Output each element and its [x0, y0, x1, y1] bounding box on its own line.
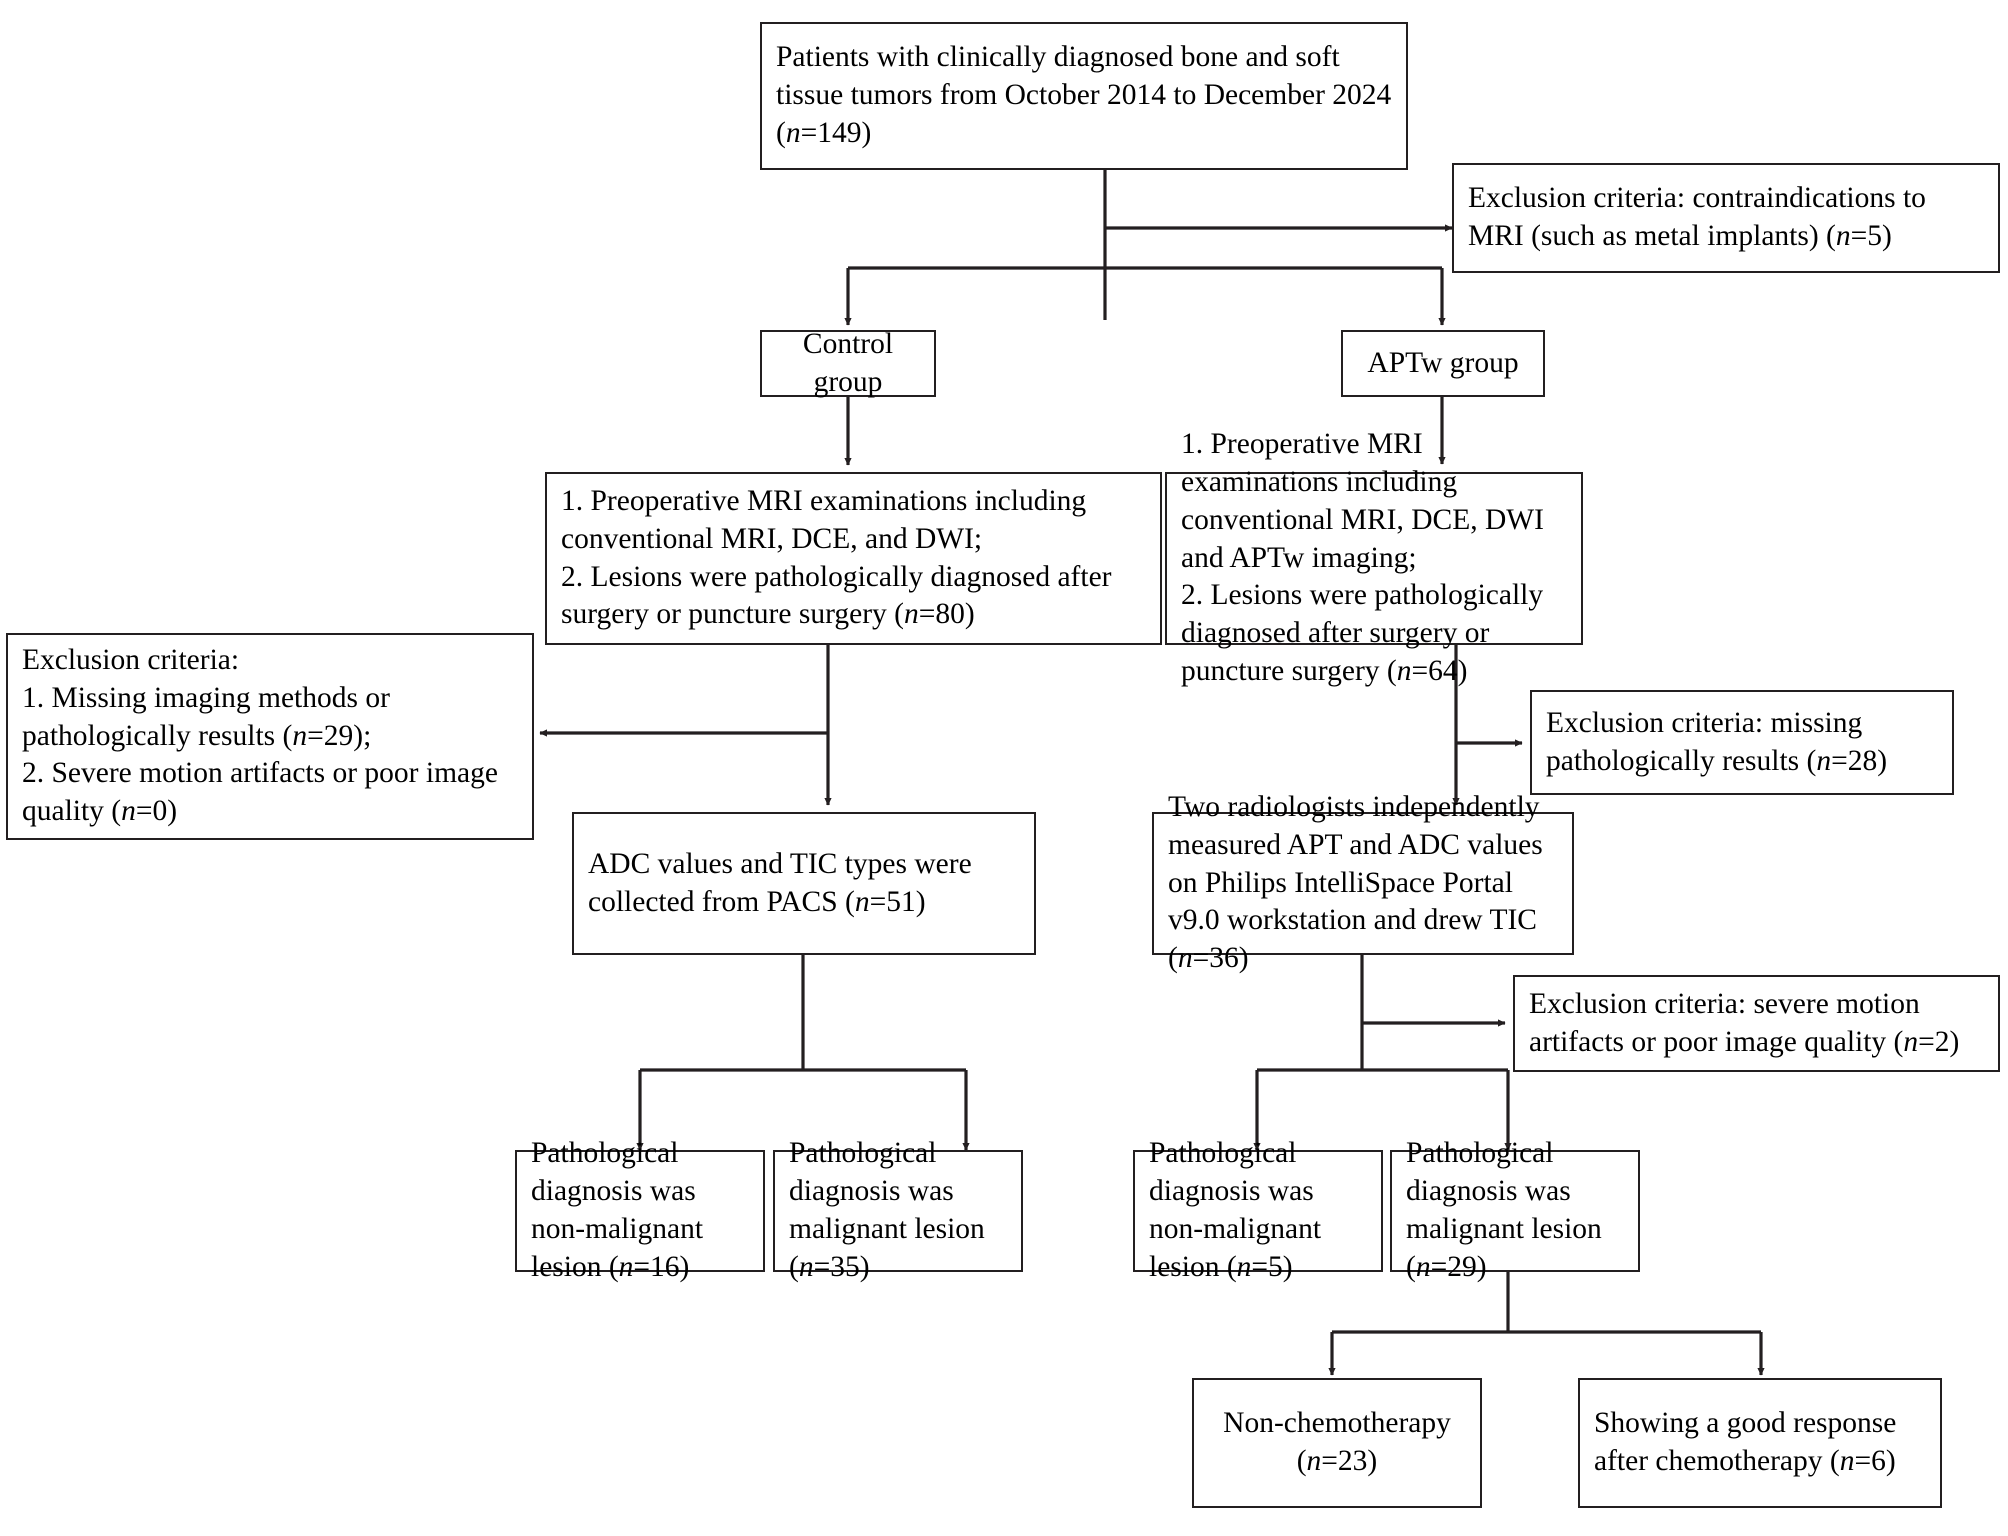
node-exclusion-control: Exclusion criteria: 1. Missing imaging m…	[6, 633, 534, 840]
node-non-chemotherapy-text: Non-chemotherapy (n=23)	[1223, 1407, 1451, 1477]
node-control-nonmalignant-text: Pathological diagnosis was non-malignant…	[531, 1137, 704, 1283]
node-aptw-methods-text: 1. Preoperative MRI examinations includi…	[1181, 427, 1544, 688]
node-aptw-group-text: APTw group	[1367, 346, 1519, 379]
node-control-nonmalignant: Pathological diagnosis was non-malignant…	[515, 1137, 765, 1283]
node-enrollment-text: Patients with clinically diagnosed bone …	[776, 41, 1392, 149]
node-control-group-text: Control group	[802, 327, 894, 398]
node-aptw-nonmalignant: Pathological diagnosis was non-malignant…	[1133, 1137, 1383, 1283]
node-control-malignant-text: Pathological diagnosis was malignant les…	[789, 1137, 985, 1283]
node-aptw-group: APTw group	[1341, 330, 1545, 397]
node-good-response-text: Showing a good response after chemothera…	[1594, 1407, 1897, 1477]
node-enrollment: Patients with clinically diagnosed bone …	[760, 22, 1408, 170]
node-exclusion-aptw-path: Exclusion criteria: missing pathological…	[1530, 690, 1954, 795]
node-exclusion-aptw-motion-text: Exclusion criteria: severe motion artifa…	[1529, 987, 1960, 1058]
node-aptw-data: Two radiologists independently measured …	[1152, 791, 1574, 974]
node-exclusion-control-text: Exclusion criteria: 1. Missing imaging m…	[22, 643, 498, 828]
node-aptw-malignant: Pathological diagnosis was malignant les…	[1390, 1137, 1640, 1283]
node-control-data: ADC values and TIC types were collected …	[572, 812, 1036, 955]
node-exclusion-aptw-motion: Exclusion criteria: severe motion artifa…	[1513, 975, 2000, 1072]
node-exclusion-mri: Exclusion criteria: contraindications to…	[1452, 163, 2000, 273]
node-aptw-data-text: Two radiologists independently measured …	[1168, 790, 1543, 975]
node-aptw-methods: 1. Preoperative MRI examinations includi…	[1165, 428, 1583, 687]
node-exclusion-aptw-path-text: Exclusion criteria: missing pathological…	[1546, 706, 1888, 777]
node-exclusion-mri-text: Exclusion criteria: contraindications to…	[1468, 182, 1926, 252]
node-control-methods-text: 1. Preoperative MRI examinations includi…	[561, 484, 1112, 631]
node-good-response: Showing a good response after chemothera…	[1578, 1378, 1942, 1508]
node-control-malignant: Pathological diagnosis was malignant les…	[773, 1137, 1023, 1283]
node-non-chemotherapy: Non-chemotherapy (n=23)	[1192, 1378, 1482, 1508]
node-aptw-nonmalignant-text: Pathological diagnosis was non-malignant…	[1149, 1137, 1322, 1283]
node-aptw-malignant-text: Pathological diagnosis was malignant les…	[1406, 1137, 1602, 1283]
node-control-data-text: ADC values and TIC types were collected …	[588, 847, 972, 918]
node-control-methods: 1. Preoperative MRI examinations includi…	[545, 472, 1162, 645]
node-control-group: Control group	[760, 328, 936, 398]
